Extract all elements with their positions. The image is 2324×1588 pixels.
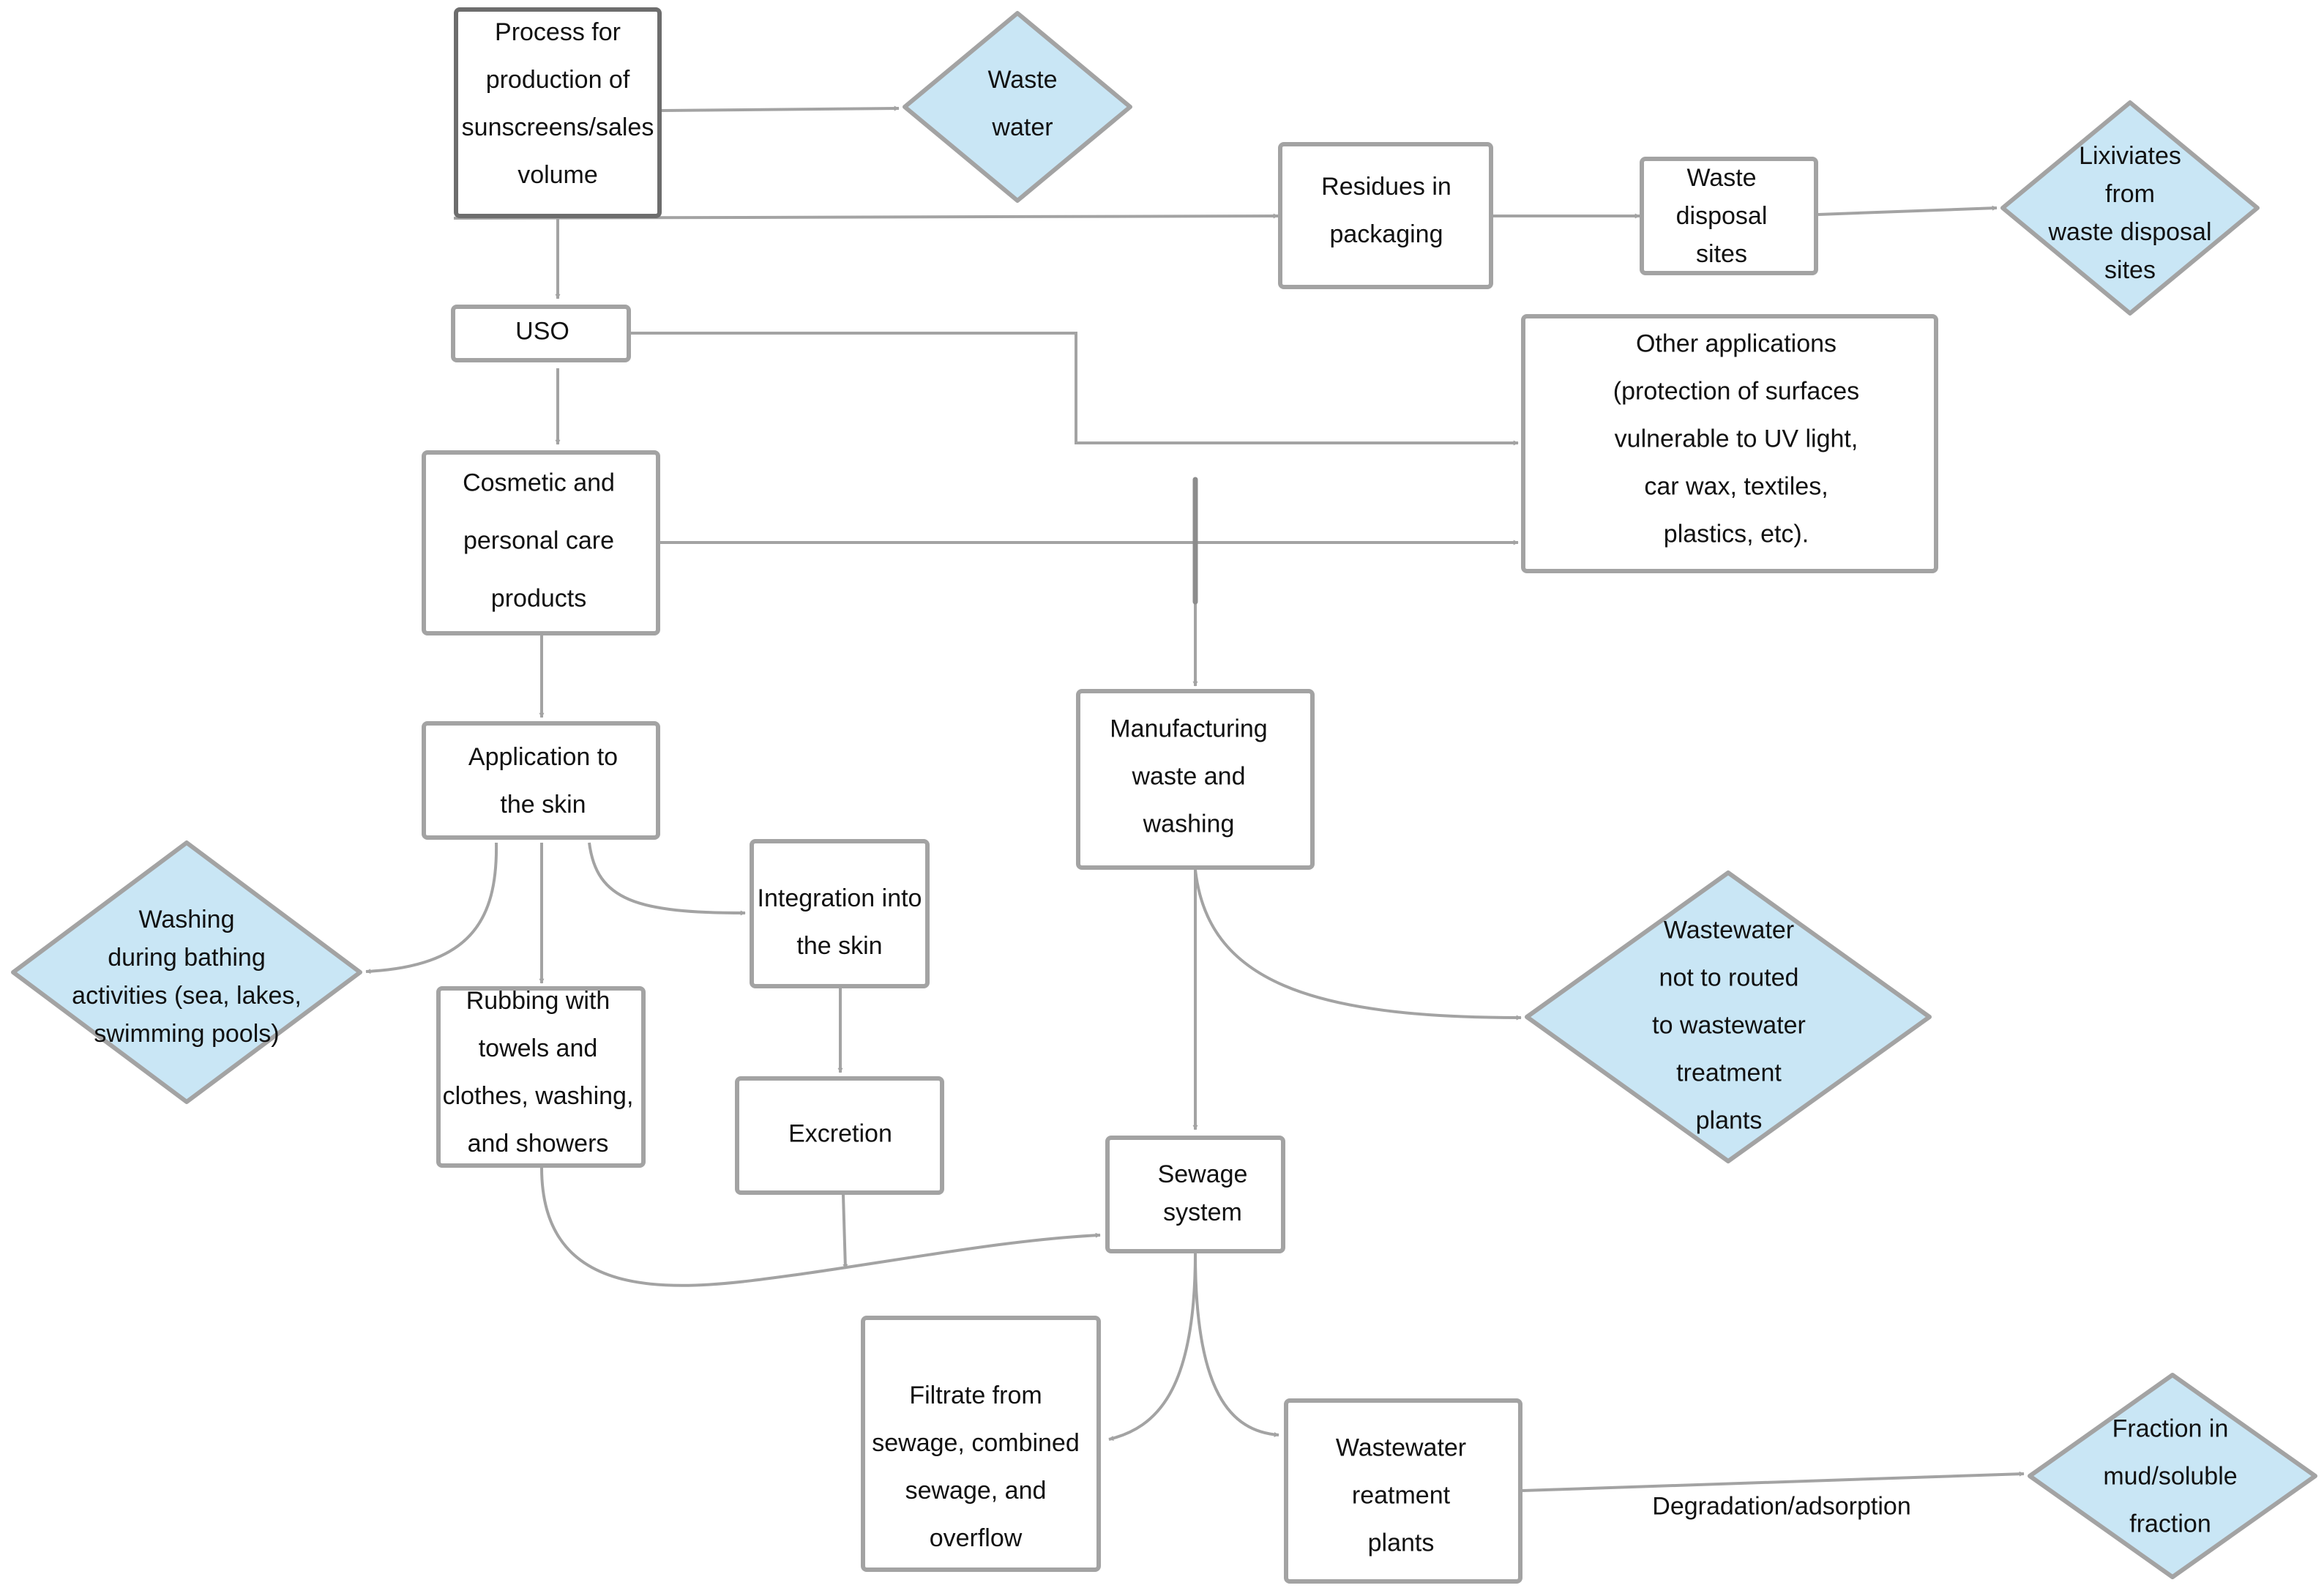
edge-wwtp-fraction <box>1522 1471 2025 1492</box>
rubbing-towels-label: Rubbing with towels and clothes, washing… <box>442 987 634 1158</box>
residues-packaging-box <box>1278 142 1493 289</box>
uso-label: USO <box>515 317 569 346</box>
fraction-mud-diamond <box>2028 1373 2317 1579</box>
wastewater-not-routed-label: Wastewater not to routed to wastewater t… <box>1652 916 1806 1135</box>
wastewater-treatment-box <box>1284 1398 1522 1584</box>
fraction-mud-label: Fraction in mud/soluble fraction <box>2103 1414 2238 1538</box>
production-process-label: Process for production of sunscreens/sal… <box>461 18 654 189</box>
washing-bathing-diamond <box>11 840 362 1104</box>
waste-water-diamond <box>903 11 1132 203</box>
wastewater-treatment-label: Wastewater reatment plants <box>1335 1434 1467 1557</box>
filtrate-box <box>861 1316 1101 1572</box>
edge-uso-other <box>631 332 1519 446</box>
edge-application-washing <box>365 842 498 974</box>
edge-application-integration <box>588 842 746 916</box>
edge-manufacturing-notrouted <box>1194 869 1522 1021</box>
other-applications-box <box>1521 314 1938 573</box>
edge-disposal-lixiviates <box>1817 205 1998 216</box>
residues-packaging-label: Residues in packaging <box>1321 173 1451 248</box>
edge-sewage-filtrate <box>1108 1253 1197 1441</box>
waste-water-label: Waste water <box>987 66 1058 141</box>
filtrate-label: Filtrate from sewage, combined sewage, a… <box>872 1382 1080 1552</box>
waste-disposal-sites-label: Waste disposal sites <box>1675 164 1768 268</box>
uso-box <box>451 305 631 362</box>
lixiviates-diamond <box>2000 100 2260 316</box>
sewage-system-box <box>1105 1136 1285 1253</box>
integration-skin-label: Integration into the skin <box>757 884 922 960</box>
other-applications-label: Other applications (protection of surfac… <box>1613 329 1860 548</box>
rubbing-towels-box <box>436 986 646 1168</box>
edge-production-wastewater <box>661 105 900 112</box>
edge-excretion-sewage <box>842 1194 848 1270</box>
production-process-box <box>454 7 662 218</box>
excretion-label: Excretion <box>788 1119 892 1148</box>
washing-bathing-label: Washing during bathing activities (sea, … <box>72 906 302 1048</box>
wastewater-not-routed-diamond <box>1525 871 1932 1163</box>
sewage-system-label: Sewage system <box>1157 1160 1248 1226</box>
waste-disposal-sites-box <box>1640 157 1818 275</box>
degradation-adsorption-label: Degradation/adsorption <box>1652 1492 1911 1521</box>
manufacturing-waste-label: Manufacturing waste and washing <box>1110 715 1268 838</box>
edge-rubbing-sewage <box>540 1167 1101 1287</box>
cosmetic-products-label: Cosmetic and personal care products <box>463 469 615 613</box>
manufacturing-waste-box <box>1076 689 1315 870</box>
excretion-box <box>735 1076 944 1195</box>
application-skin-box <box>422 721 660 840</box>
edge-sewage-wwtp <box>1194 1253 1279 1438</box>
application-skin-label: Application to the skin <box>468 743 619 819</box>
integration-skin-box <box>750 839 930 988</box>
lixiviates-label: Lixiviates from waste disposal sites <box>2048 142 2212 284</box>
cosmetic-products-box <box>422 450 660 635</box>
